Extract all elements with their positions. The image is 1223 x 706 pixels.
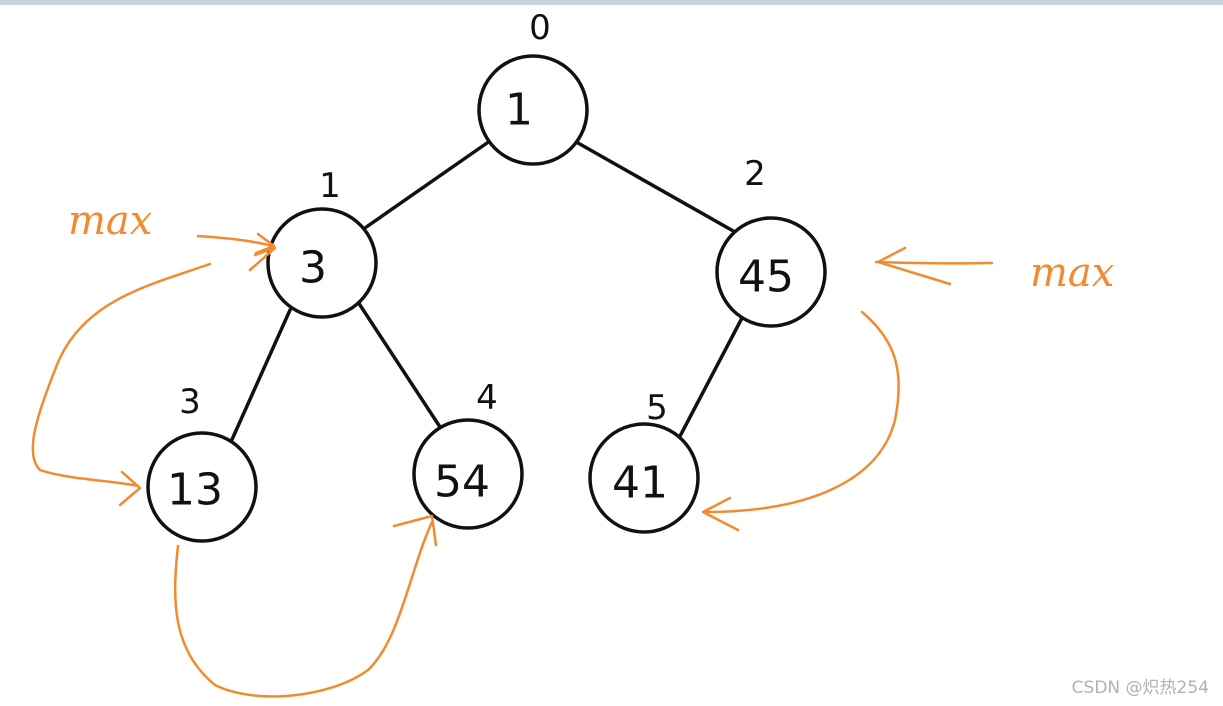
- max-arrow-right: [874, 260, 994, 265]
- arrowhead-left: [254, 232, 276, 255]
- edge-1-4: [356, 300, 444, 432]
- tree-node-0: 1 0: [477, 8, 589, 166]
- node-circle: [588, 422, 700, 534]
- node-value: 3: [299, 243, 327, 294]
- max-label-left: max: [68, 198, 152, 244]
- max-arrow-left: [196, 234, 274, 248]
- node-index-label: 4: [476, 378, 498, 418]
- node-circle: [412, 418, 524, 530]
- node-value: 1: [505, 85, 533, 136]
- watermark: CSDN @炽热254: [1071, 678, 1209, 698]
- node-index-label: 1: [319, 166, 341, 206]
- node-index-label: 3: [179, 382, 201, 422]
- node-value: 45: [738, 252, 794, 303]
- tree-node-4: 54 4: [412, 378, 524, 530]
- edge-0-2: [576, 141, 737, 234]
- node-value: 54: [434, 457, 490, 508]
- swap-curve-3-to-13: [31, 262, 212, 488]
- node-circle: [477, 54, 589, 166]
- node-circle: [146, 431, 258, 543]
- tree-node-2: 45 2: [715, 154, 827, 328]
- edge-1-3: [228, 308, 292, 446]
- tree-node-5: 41 5: [588, 388, 700, 534]
- swap-curve-arrowhead-13: [118, 470, 142, 507]
- edge-0-1: [360, 141, 489, 232]
- swap-curve-arrowhead-41: [701, 496, 740, 532]
- edge-2-5: [676, 316, 744, 442]
- node-circle: [715, 216, 827, 328]
- max-label-right: max: [1030, 250, 1114, 296]
- arrowhead-right: [876, 246, 952, 286]
- swap-curve-3-arrowhead: [248, 246, 277, 272]
- tree-node-1: 3 1: [266, 166, 378, 319]
- tree-node-3: 13 3: [146, 382, 258, 543]
- top-border-bar: [0, 0, 1223, 5]
- swap-curve-13-to-54: [173, 520, 434, 698]
- node-value: 41: [612, 458, 668, 509]
- node-index-label: 5: [646, 388, 668, 428]
- node-value: 13: [167, 465, 223, 516]
- node-circle: [266, 207, 378, 319]
- swap-curve-45-to-41: [703, 310, 900, 514]
- node-index-label: 0: [529, 8, 551, 48]
- swap-curve-arrowhead-54: [392, 514, 438, 547]
- node-index-label: 2: [744, 154, 766, 194]
